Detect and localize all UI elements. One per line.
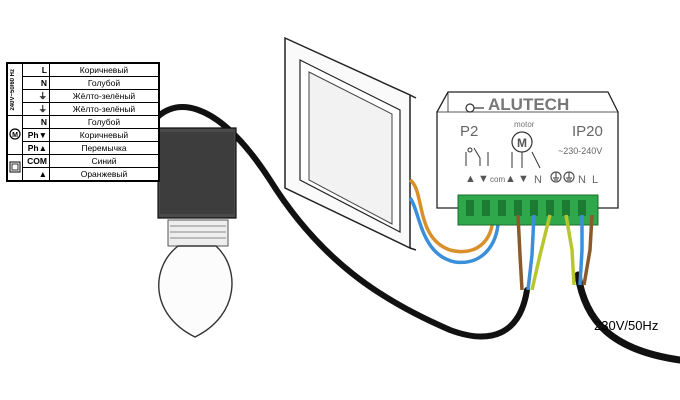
voltage-label: ~230-240V xyxy=(558,146,602,156)
legend-pin: L xyxy=(22,63,50,77)
channel-label: P2 xyxy=(460,123,478,140)
legend-color: Перемычка xyxy=(49,141,159,155)
svg-text:M: M xyxy=(517,136,527,150)
svg-text:▲: ▲ xyxy=(505,173,516,185)
mains-cable xyxy=(574,271,680,364)
legend-row: Ph▲ Перемычка xyxy=(8,141,159,155)
module-wire-blue xyxy=(526,214,536,291)
legend-pin: ▲ xyxy=(22,167,50,181)
legend-color: Жёлто-зелёный xyxy=(49,89,159,103)
svg-text:▼: ▼ xyxy=(478,173,489,185)
legend-pin: COM xyxy=(22,154,50,168)
module-wire-brown xyxy=(516,214,524,291)
legend-row: ⏚ Жёлто-зелёный xyxy=(8,89,159,103)
legend-pin: Ph▼ xyxy=(22,128,50,142)
light-bulb xyxy=(157,127,237,338)
toggle-icon xyxy=(465,103,484,113)
ground-icon xyxy=(550,171,575,183)
legend-color: Синий xyxy=(49,154,159,168)
motor-group-cell: M xyxy=(7,115,23,155)
switch-symbol-icon xyxy=(9,161,21,172)
legend-row: M N Голубой xyxy=(7,115,159,155)
relay-icon xyxy=(465,147,489,166)
legend-row: ⏚ Жёлто-зелёный xyxy=(8,102,159,116)
legend-table: 240V~50/60 Hz L Коричневый N Голубой ⏚ Ж… xyxy=(7,63,159,181)
supply-group-cell: 240V~50/60 Hz xyxy=(7,63,23,116)
switch-group-cell xyxy=(7,154,23,181)
terminal-block xyxy=(457,194,599,226)
terminal-n2-label: N xyxy=(578,174,586,186)
supply-group-label: 240V~50/60 Hz xyxy=(10,68,16,111)
legend-row: N Голубой xyxy=(8,76,159,90)
wall-switch xyxy=(284,36,417,251)
legend-color: Коричневый xyxy=(49,128,159,142)
legend-color: Коричневый xyxy=(49,63,159,77)
mains-wire-brown xyxy=(582,214,594,286)
legend-row: Ph▼ Коричневый xyxy=(8,128,159,142)
svg-text:▲: ▲ xyxy=(465,173,476,185)
mains-wire-yellowgreen xyxy=(564,214,576,286)
legend-row: COM Синий xyxy=(7,154,159,181)
control-module: M ▲ ▼ ▲ ▼ xyxy=(436,91,619,226)
legend-color: Голубой xyxy=(49,115,159,129)
legend-row: 240V~50/60 Hz L Коричневый xyxy=(7,63,159,116)
legend-color: Голубой xyxy=(49,76,159,90)
svg-text:▼: ▼ xyxy=(518,173,529,185)
legend-pin: N xyxy=(22,115,50,129)
legend-pin: Ph▲ xyxy=(22,141,50,155)
wiring-legend: 240V~50/60 Hz L Коричневый N Голубой ⏚ Ж… xyxy=(6,62,160,182)
terminal-l-label: L xyxy=(592,174,598,186)
mains-wire-blue xyxy=(578,215,584,286)
ip-rating-label: IP20 xyxy=(572,123,603,140)
orange-wire xyxy=(408,178,495,254)
legend-pin: N xyxy=(22,76,50,90)
motor-symbol-icon: M xyxy=(9,128,21,140)
motor-label: motor xyxy=(514,120,535,129)
svg-text:M: M xyxy=(12,132,18,139)
bulb-cable xyxy=(147,104,530,340)
legend-row: ▲ Оранжевый xyxy=(8,167,159,181)
legend-pin: ⏚ xyxy=(22,102,50,116)
power-label: 230V/50Hz xyxy=(594,318,658,333)
brand-label: ALUTECH xyxy=(488,95,569,114)
terminal-n-label: N xyxy=(534,174,542,186)
legend-color: Оранжевый xyxy=(49,167,159,181)
legend-pin: ⏚ xyxy=(22,89,50,103)
blue-wire xyxy=(408,196,500,265)
terminal-com-label: com xyxy=(490,175,505,184)
motor-icon: M xyxy=(511,131,541,169)
module-wire-yellowgreen xyxy=(530,214,552,291)
legend-color: Жёлто-зелёный xyxy=(49,102,159,116)
